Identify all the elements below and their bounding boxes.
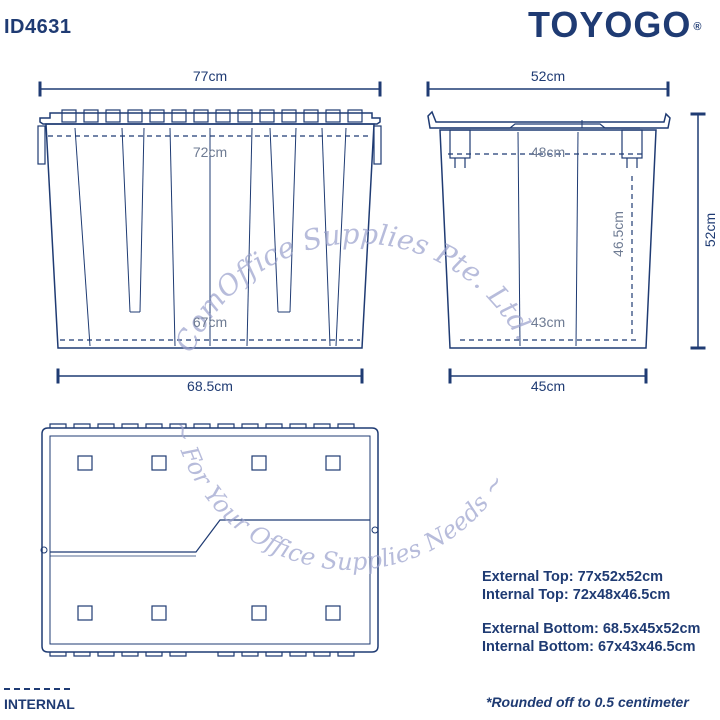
spec-internal-bottom: Internal Bottom: 67x43x46.5cm [482, 639, 696, 655]
front-bottom-width-label: 68.5cm [187, 378, 233, 394]
side-bottom-width-label: 45cm [530, 378, 566, 394]
top-lid-outline [41, 427, 379, 653]
brand-name: TOYOGO [528, 4, 692, 45]
side-ribs [517, 131, 579, 347]
side-body [439, 129, 657, 349]
front-body [45, 123, 375, 349]
front-internal-outline [48, 135, 372, 341]
side-internal-bottom-label: 43cm [530, 314, 566, 330]
front-lid-teeth [61, 109, 363, 123]
front-left-handle [37, 125, 46, 165]
front-right-handle [373, 125, 382, 165]
spec-internal-top: Internal Top: 72x48x46.5cm [482, 587, 671, 603]
lid-flap-seam [50, 519, 370, 553]
right-hinge-pin [371, 526, 379, 534]
product-id: ID4631 [4, 16, 72, 38]
front-ribs [74, 127, 347, 347]
left-hinge-pin [40, 546, 48, 554]
side-lid [427, 110, 671, 129]
side-height-label: 52cm [702, 212, 718, 248]
side-internal-outline [448, 153, 644, 341]
watermark-line1: ComOffice Supplies Pte. Ltd. [168, 217, 542, 357]
front-top-width-label: 77cm [192, 68, 228, 84]
front-view [37, 81, 382, 384]
spec-external-top: External Top: 77x52x52cm [482, 569, 664, 585]
top-view [40, 423, 379, 657]
internal-legend: INTERNAL [4, 688, 75, 712]
legend-internal-label: INTERNAL [4, 696, 75, 712]
front-internal-bottom-label: 67cm [192, 314, 228, 330]
registered-mark: ® [693, 21, 703, 34]
top-view-teeth [49, 423, 355, 657]
side-view [426, 81, 706, 384]
top-inner-frame [49, 435, 371, 645]
rounding-footnote: *Rounded off to 0.5 centimeter [486, 694, 689, 710]
side-lid-flap [440, 123, 640, 129]
side-internal-top-label: 48cm [530, 144, 566, 160]
side-top-width-label: 52cm [530, 68, 566, 84]
side-internal-height-label: 46.5cm [610, 211, 626, 257]
brand-logo: TOYOGO® [528, 4, 702, 46]
watermark-line2: ~ For Your Office Supplies Needs ~ [167, 418, 511, 576]
front-internal-top-label: 72cm [192, 144, 228, 160]
legend-dash-swatch [4, 688, 70, 690]
watermark: ComOffice Supplies Pte. Ltd. ~ For Your … [167, 217, 542, 576]
top-stack-pads [77, 455, 341, 621]
spec-list: External Top: 77x52x52cm Internal Top: 7… [482, 568, 700, 656]
spec-external-bottom: External Bottom: 68.5x45x52cm [482, 621, 701, 637]
